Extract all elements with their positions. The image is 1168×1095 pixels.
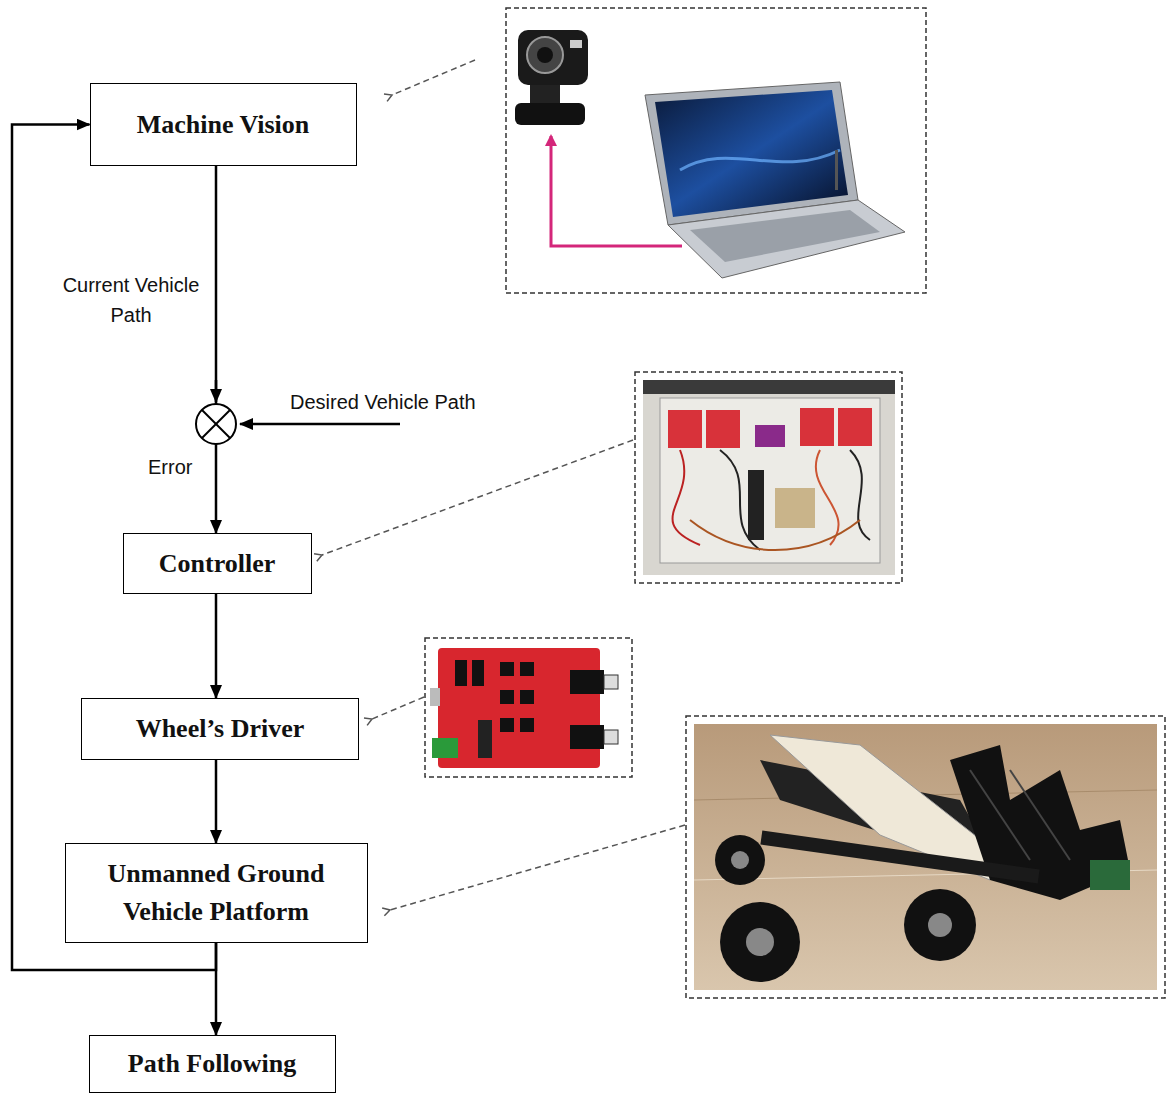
- leader-line: [322, 440, 633, 555]
- input-arrow: [240, 423, 400, 426]
- node-label: Path Following: [128, 1045, 296, 1083]
- laptop: [645, 82, 905, 278]
- process-box: Machine Vision: [90, 83, 357, 166]
- process-box: Unmanned Ground Vehicle Platform: [65, 843, 368, 943]
- output-box: Path Following: [89, 1035, 336, 1093]
- leader-line: [372, 697, 424, 719]
- signal-label: Current Vehicle Path: [54, 270, 208, 330]
- node-body: Controller: [159, 545, 276, 583]
- process-box: Wheel’s Driver: [81, 698, 359, 760]
- node-body: Wheel’s Driver: [136, 710, 305, 748]
- process-box: Controller: [123, 533, 312, 594]
- node-body: Machine Vision: [137, 106, 310, 144]
- leader-line: [392, 60, 475, 95]
- webcam: [515, 30, 588, 125]
- node-label: Controller: [159, 545, 276, 583]
- flow-arrow: [215, 594, 218, 698]
- controller-photo: [635, 372, 902, 583]
- signal-label: Desired Vehicle Path: [288, 387, 478, 417]
- vehicle-photo: [686, 716, 1165, 998]
- node-body: Unmanned Ground Vehicle Platform: [81, 855, 351, 930]
- vision-hardware-panel: [506, 8, 926, 293]
- node-label: Unmanned Ground Vehicle Platform: [81, 855, 351, 930]
- leader-line: [390, 825, 685, 910]
- node-body: Path Following: [128, 1045, 296, 1083]
- signal-label: Error: [146, 452, 194, 482]
- junction-arrow: [215, 380, 218, 402]
- node-label: Wheel’s Driver: [136, 710, 305, 748]
- flow-arrow: [215, 166, 218, 533]
- summing-cross: [202, 410, 230, 438]
- node-label: Machine Vision: [137, 106, 310, 144]
- summing-cross: [202, 410, 230, 438]
- summing-circle: [196, 404, 236, 444]
- driver-board: [425, 638, 632, 777]
- flow-arrow: [215, 760, 218, 843]
